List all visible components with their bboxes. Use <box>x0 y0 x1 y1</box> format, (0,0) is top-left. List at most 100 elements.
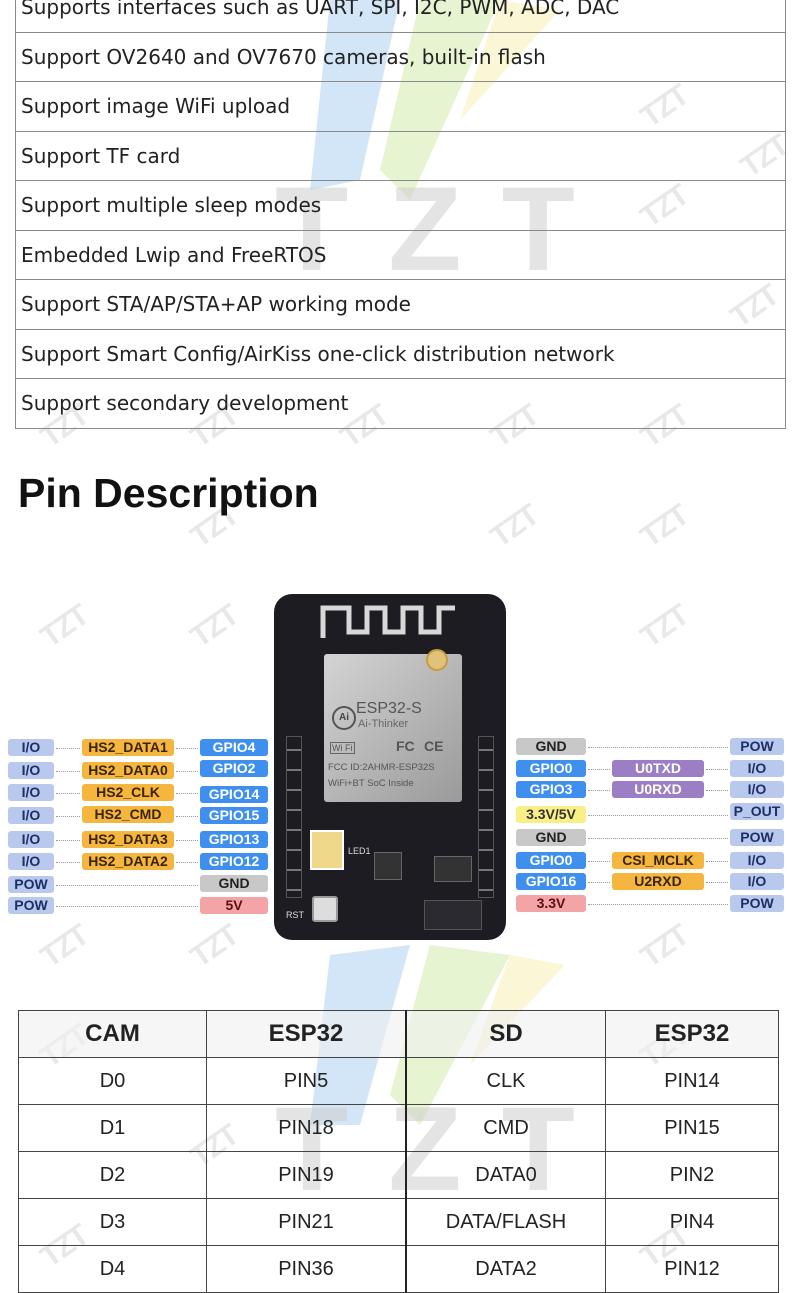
table-cell: D2 <box>18 1151 207 1199</box>
esp32-module: Ai ESP32-S Ai-Thinker Wi Fi FC CE FCC ID… <box>324 649 462 802</box>
pin-mapping-table: CAM ESP32 SD ESP32 D0 PIN5 CLK PIN14 D1 … <box>18 1010 779 1293</box>
pin-type-label: P_OUT <box>730 803 784 820</box>
leader-line <box>706 861 728 862</box>
pin-type-label: I/O <box>8 784 54 801</box>
table-cell: PIN14 <box>605 1057 779 1105</box>
table-cell: DATA2 <box>405 1245 606 1293</box>
leader-line <box>588 882 610 883</box>
watermark-small: TZT <box>484 499 544 555</box>
leader-line <box>588 861 610 862</box>
flash-led <box>310 830 344 870</box>
pin-gpio-label: GPIO15 <box>200 807 268 824</box>
leader-line <box>588 790 610 791</box>
pin-gpio-label: GPIO2 <box>200 760 268 777</box>
leader-line <box>56 771 80 772</box>
table-cell: D4 <box>18 1245 207 1293</box>
section-heading: Pin Description <box>18 470 319 516</box>
feature-item: Support image WiFi upload <box>15 81 786 132</box>
pin-type-label: POW <box>730 829 784 846</box>
pin-gpio-label: GPIO12 <box>200 853 268 870</box>
column-header: SD <box>405 1010 606 1058</box>
ai-logo: Ai <box>332 706 356 730</box>
pin-name-label: GPIO0 <box>516 760 586 777</box>
feature-row: Support STA/AP/STA+AP working mode <box>15 279 786 330</box>
table-cell: PIN4 <box>605 1198 779 1246</box>
soc-text: WiFi+BT SoC Inside <box>328 778 414 789</box>
table-row: D1 PIN18 CMD PIN15 <box>18 1104 779 1152</box>
pin-type-label: I/O <box>8 739 54 756</box>
left-header-pins <box>286 736 302 898</box>
pin-function-label: U0RXD <box>612 781 704 798</box>
leader-line <box>56 793 80 794</box>
table-cell: PIN36 <box>206 1245 407 1293</box>
table-cell: PIN5 <box>206 1057 407 1105</box>
pin-type-label: I/O <box>730 873 784 890</box>
pin-name-label: GND <box>516 829 586 846</box>
fc-mark: FC <box>396 738 415 754</box>
pin-name-label: GPIO16 <box>516 873 586 890</box>
ufl-connector-icon <box>426 649 448 671</box>
table-cell: PIN15 <box>605 1104 779 1152</box>
watermark-small: TZT <box>34 919 94 975</box>
tf-slot <box>424 900 482 930</box>
pin-type-label: I/O <box>8 762 54 779</box>
pin-function-label: HS2_DATA1 <box>82 739 174 756</box>
pin-gpio-label: GPIO14 <box>200 786 268 803</box>
table-cell: PIN18 <box>206 1104 407 1152</box>
pin-gpio-label: 5V <box>200 897 268 914</box>
chip <box>374 852 402 880</box>
watermark-small: TZT <box>634 599 694 655</box>
table-cell: PIN19 <box>206 1151 407 1199</box>
pin-function-label: U2RXD <box>612 873 704 890</box>
pin-type-label: I/O <box>8 807 54 824</box>
module-name: ESP32-S <box>356 700 422 717</box>
pin-type-label: POW <box>730 738 784 755</box>
feature-row: Support multiple sleep modes <box>15 180 786 231</box>
feature-row: Support Smart Config/AirKiss one-click d… <box>15 328 786 379</box>
feature-item: Supports interfaces such as UART, SPI, I… <box>15 0 786 33</box>
led-label: LED1 <box>348 846 371 856</box>
module-maker: Ai-Thinker <box>358 718 409 730</box>
pin-function-label: CSI_MCLK <box>612 852 704 869</box>
pin-name-label: GND <box>516 738 586 755</box>
pin-name-label: GPIO3 <box>516 781 586 798</box>
watermark-small: TZT <box>634 499 694 555</box>
feature-item: Support TF card <box>15 130 786 181</box>
leader-line <box>588 838 728 839</box>
table-cell: CLK <box>405 1057 606 1105</box>
ce-mark: CE <box>424 738 444 754</box>
table-cell: PIN12 <box>605 1245 779 1293</box>
pin-type-label: POW <box>8 876 54 893</box>
pcb-antenna <box>320 605 455 638</box>
pin-type-label: I/O <box>8 853 54 870</box>
leader-line <box>706 790 728 791</box>
pin-function-label: HS2_CLK <box>82 784 174 801</box>
watermark-small: TZT <box>34 599 94 655</box>
feature-item: Support multiple sleep modes <box>15 180 786 231</box>
leader-line <box>706 769 728 770</box>
watermark-small: TZT <box>184 919 244 975</box>
table-cell: D1 <box>18 1104 207 1152</box>
leader-line <box>56 906 198 907</box>
leader-line <box>176 748 198 749</box>
feature-row: Supports interfaces such as UART, SPI, I… <box>15 0 786 33</box>
feature-item: Embedded Lwip and FreeRTOS <box>15 229 786 280</box>
table-row: D0 PIN5 CLK PIN14 <box>18 1057 779 1105</box>
table-cell: D0 <box>18 1057 207 1105</box>
table-cell: D3 <box>18 1198 207 1246</box>
feature-item: Support STA/AP/STA+AP working mode <box>15 279 786 330</box>
pin-name-label: GPIO0 <box>516 852 586 869</box>
pin-type-label: POW <box>730 895 784 912</box>
table-cell: DATA0 <box>405 1151 606 1199</box>
pin-function-label: HS2_DATA3 <box>82 831 174 848</box>
feature-row: Support TF card <box>15 130 786 181</box>
leader-line <box>56 840 80 841</box>
feature-row: Support secondary development <box>15 378 786 429</box>
fcc-id: FCC ID:2AHMR-ESP32S <box>328 762 435 773</box>
leader-line <box>588 815 728 816</box>
pin-gpio-label: GPIO13 <box>200 831 268 848</box>
leader-line <box>588 747 728 748</box>
reset-button[interactable] <box>312 896 338 922</box>
pin-gpio-label: GPIO4 <box>200 739 268 756</box>
leader-line <box>56 885 198 886</box>
